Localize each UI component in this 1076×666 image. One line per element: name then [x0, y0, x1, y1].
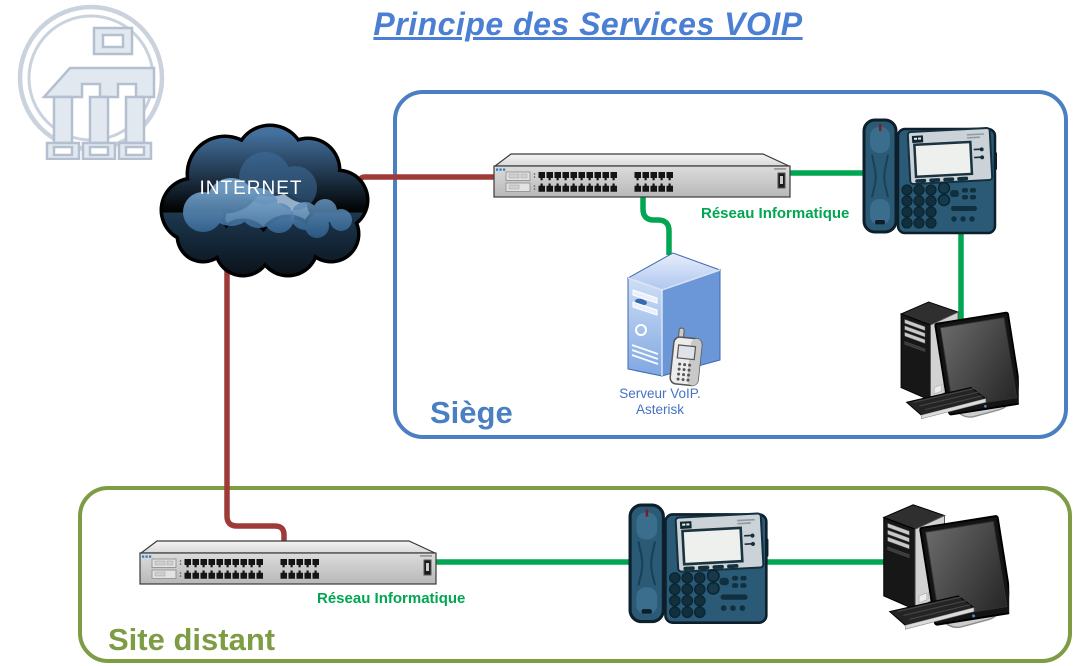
- logo-monogram: [41, 26, 156, 160]
- zone-site-distant-label: Site distant: [108, 622, 276, 657]
- internet-cloud: INTERNET: [159, 123, 370, 278]
- siege-network-label: Réseau Informatique: [701, 205, 850, 222]
- voip-server-label-line2: Asterisk: [635, 402, 684, 417]
- internet-label: INTERNET: [200, 178, 303, 199]
- zone-siege-label: Siège: [430, 395, 513, 430]
- page-title: Principe des Services VOIP: [373, 6, 803, 42]
- company-logo-icon: [17, 4, 165, 160]
- zone-siege-box: [393, 90, 1068, 439]
- site-network-label: Réseau Informatique: [317, 590, 466, 607]
- voip-server-label: Serveur VoIP. Asterisk: [585, 386, 735, 418]
- voip-server-label-line1: Serveur VoIP.: [619, 386, 701, 401]
- zone-site-distant-box: [78, 486, 1072, 663]
